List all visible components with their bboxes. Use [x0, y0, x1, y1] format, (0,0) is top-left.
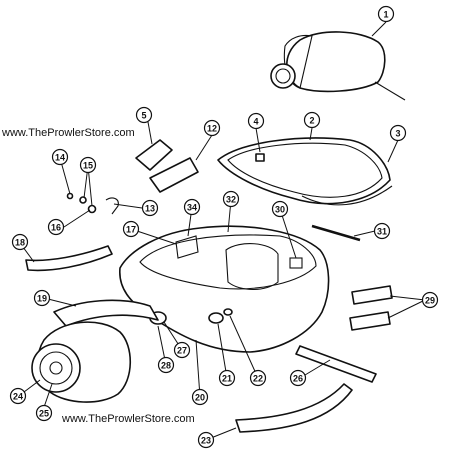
callout-2: 2: [303, 111, 321, 129]
callout-4: 4: [247, 112, 265, 130]
callout-number: 31: [377, 227, 387, 237]
callout-number: 1: [383, 10, 388, 20]
callout-number: 29: [425, 296, 435, 306]
watermark-bottom: www.TheProwlerStore.com: [62, 413, 195, 425]
callout-21: 21: [218, 369, 236, 387]
callout-number: 3: [395, 129, 400, 139]
part-trailer-top-assembly: [270, 31, 406, 101]
part-axle-bar: [295, 345, 377, 383]
callout-18: 18: [11, 233, 29, 251]
callout-number: 18: [15, 238, 25, 248]
callout-27: 27: [173, 341, 191, 359]
part-lid-frame: [217, 137, 391, 205]
callout-22: 22: [249, 369, 267, 387]
part-fender-trim: [25, 245, 113, 272]
callout-23: 23: [197, 431, 215, 449]
callout-number: 25: [39, 409, 49, 419]
callout-12: 12: [203, 119, 221, 137]
part-rod: [311, 224, 361, 242]
callout-28: 28: [157, 356, 175, 374]
callout-number: 17: [126, 225, 136, 235]
callout-number: 22: [253, 374, 263, 384]
callout-14: 14: [51, 148, 69, 166]
callout-number: 26: [293, 374, 303, 384]
callout-labels: 1234512141516131817343230312919272824252…: [9, 5, 439, 449]
callout-13: 13: [141, 199, 159, 217]
part-trailer-body: [119, 225, 330, 353]
callout-32: 32: [222, 190, 240, 208]
callout-3: 3: [389, 124, 407, 142]
callout-number: 5: [141, 111, 146, 121]
callout-number: 23: [201, 436, 211, 446]
callout-number: 14: [55, 153, 65, 163]
callout-number: 32: [226, 195, 236, 205]
callout-31: 31: [373, 222, 391, 240]
callout-number: 15: [83, 161, 93, 171]
part-mount-brackets: [349, 285, 393, 331]
callout-25: 25: [35, 404, 53, 422]
callout-number: 16: [51, 223, 61, 233]
part-fender: [53, 299, 159, 327]
callout-number: 34: [187, 203, 197, 213]
callout-1: 1: [377, 5, 395, 23]
callout-29: 29: [421, 291, 439, 309]
callout-number: 12: [207, 124, 217, 134]
callout-number: 2: [309, 116, 314, 126]
callout-number: 27: [177, 346, 187, 356]
callout-number: 20: [195, 393, 205, 403]
part-rear-bumper: [235, 383, 353, 433]
callout-number: 4: [253, 117, 258, 127]
callout-34: 34: [183, 198, 201, 216]
callout-17: 17: [122, 220, 140, 238]
callout-16: 16: [47, 218, 65, 236]
part-hinge-bracket: [135, 139, 199, 193]
callout-number: 19: [37, 294, 47, 304]
callout-26: 26: [289, 369, 307, 387]
callout-number: 13: [145, 204, 155, 214]
callout-5: 5: [135, 106, 153, 124]
watermark-top: www.TheProwlerStore.com: [2, 127, 135, 139]
callout-number: 24: [13, 392, 23, 402]
callout-20: 20: [191, 388, 209, 406]
part-wheel: [31, 321, 131, 403]
callout-30: 30: [271, 200, 289, 218]
callout-number: 28: [161, 361, 171, 371]
part-small-hardware: [66, 192, 119, 215]
callout-number: 21: [222, 374, 232, 384]
callout-19: 19: [33, 289, 51, 307]
callout-number: 30: [275, 205, 285, 215]
callout-24: 24: [9, 387, 27, 405]
part-seal: [301, 185, 393, 206]
part-clip: [255, 153, 265, 162]
callout-15: 15: [79, 156, 97, 174]
